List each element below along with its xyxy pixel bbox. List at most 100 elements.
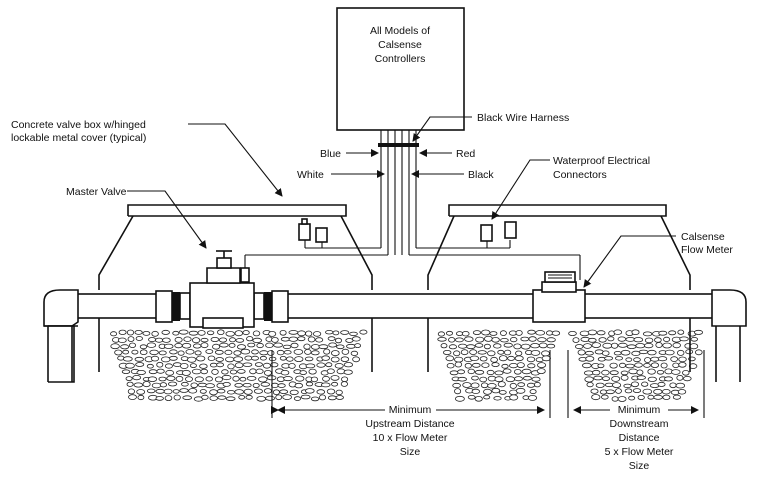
gravel-stone xyxy=(536,368,546,375)
downstream-label-1: Minimum xyxy=(618,404,661,416)
gravel-stone xyxy=(531,376,541,382)
gravel-stone xyxy=(294,356,304,363)
gravel-stone xyxy=(341,376,349,383)
gravel-stone xyxy=(199,389,207,394)
gravel-stone xyxy=(668,330,677,336)
gravel-stone xyxy=(216,388,226,394)
gravel-stone xyxy=(155,396,164,401)
gravel-stone xyxy=(498,355,508,362)
gravel-stone xyxy=(454,337,464,343)
gravel-stone xyxy=(490,356,498,363)
gravel-stone xyxy=(657,356,668,362)
gravel-stone xyxy=(551,330,561,336)
gravel-stone xyxy=(327,395,337,401)
gravel-stone xyxy=(613,329,623,335)
gravel-stone xyxy=(515,387,526,394)
gravel-stone xyxy=(262,362,271,369)
gravel-stone xyxy=(134,329,143,335)
gravel-stone xyxy=(312,331,322,337)
gravel-stone xyxy=(638,349,649,355)
gravel-stone xyxy=(142,381,151,388)
gravel-stone xyxy=(293,396,302,401)
gravel-stone xyxy=(166,375,176,381)
gravel-stone xyxy=(530,343,540,349)
gravel-stone xyxy=(658,330,668,336)
gravel-stone xyxy=(446,363,455,369)
gravel-stone xyxy=(182,395,193,401)
gravel-stone xyxy=(676,374,684,381)
gravel-stone xyxy=(169,349,178,355)
gravel-stone xyxy=(602,342,613,349)
gravel-stone xyxy=(288,362,296,369)
gravel-stone xyxy=(689,343,699,350)
gravel-stone xyxy=(297,330,306,337)
gravel-stone xyxy=(199,363,208,369)
controller-label-2: Calsense xyxy=(378,39,422,51)
gravel-stone xyxy=(263,369,272,376)
harness-leader xyxy=(412,116,472,142)
downstream-label-3: Distance xyxy=(619,432,660,444)
gravel-stone xyxy=(690,336,698,342)
gravel-stone xyxy=(244,355,253,361)
gravel-stone xyxy=(307,336,316,343)
gravel-stone xyxy=(133,382,144,388)
gravel-stone xyxy=(273,342,283,348)
gravel-stone xyxy=(617,396,627,402)
gravel-stone xyxy=(609,362,618,369)
gravel-stone xyxy=(184,376,193,382)
gravel-stone xyxy=(641,381,649,387)
gravel-stone xyxy=(151,382,162,389)
gravel-stone xyxy=(472,330,482,336)
gravel-stone xyxy=(242,330,250,336)
gravel-stone xyxy=(620,374,629,381)
gravel-stone xyxy=(280,336,290,342)
gravel-stone xyxy=(521,368,532,375)
gravel-stone xyxy=(214,376,223,383)
upstream-label-2: Upstream Distance xyxy=(365,418,454,430)
gravel-stone xyxy=(503,349,512,356)
gravel-stone xyxy=(114,349,123,356)
gravel-stone xyxy=(122,356,133,362)
gravel-stone xyxy=(694,349,703,356)
gravel-stone xyxy=(132,374,142,381)
connector-left-1 xyxy=(298,218,311,241)
gravel-stone xyxy=(527,363,536,369)
gravel-stone xyxy=(155,388,165,394)
gravel-stone xyxy=(127,336,135,343)
gravel-stone xyxy=(694,329,704,335)
gravel-stone xyxy=(304,356,314,362)
gravel-stone xyxy=(568,330,577,336)
gravel-stone xyxy=(471,375,479,381)
gravel-stone xyxy=(255,368,264,374)
gravel-stone xyxy=(595,382,605,388)
gravel-stone xyxy=(163,343,174,349)
upstream-label-4: Size xyxy=(400,446,421,458)
gravel-stone xyxy=(272,389,280,396)
gravel-stone xyxy=(523,375,532,381)
gravel-stone xyxy=(318,394,327,401)
gravel-stone xyxy=(624,388,633,394)
gravel-stone xyxy=(500,338,509,343)
gravel-stone xyxy=(201,394,209,400)
gravel-stone xyxy=(671,369,681,375)
gravel-stone xyxy=(330,350,340,357)
gravel-stone xyxy=(246,375,257,381)
gravel-stone xyxy=(584,376,594,383)
gravel-stone xyxy=(501,363,509,369)
gravel-stone xyxy=(644,342,654,349)
gravel-stone xyxy=(322,375,330,382)
gravel-stone xyxy=(265,342,274,348)
gravel-stone xyxy=(148,337,157,343)
gravel-stone xyxy=(205,383,215,389)
gravel-stone xyxy=(328,342,337,348)
gravel-stone xyxy=(677,329,685,335)
gravel-stone xyxy=(156,368,165,374)
gravel-stone xyxy=(335,395,344,400)
gravel-stone xyxy=(215,357,224,362)
gravel-stone xyxy=(662,342,672,349)
gravel-stone xyxy=(173,394,181,401)
gravel-stone xyxy=(653,394,663,400)
gravel-stone xyxy=(625,357,633,362)
gravel-stone xyxy=(334,337,342,344)
gravel-stone xyxy=(609,370,619,376)
